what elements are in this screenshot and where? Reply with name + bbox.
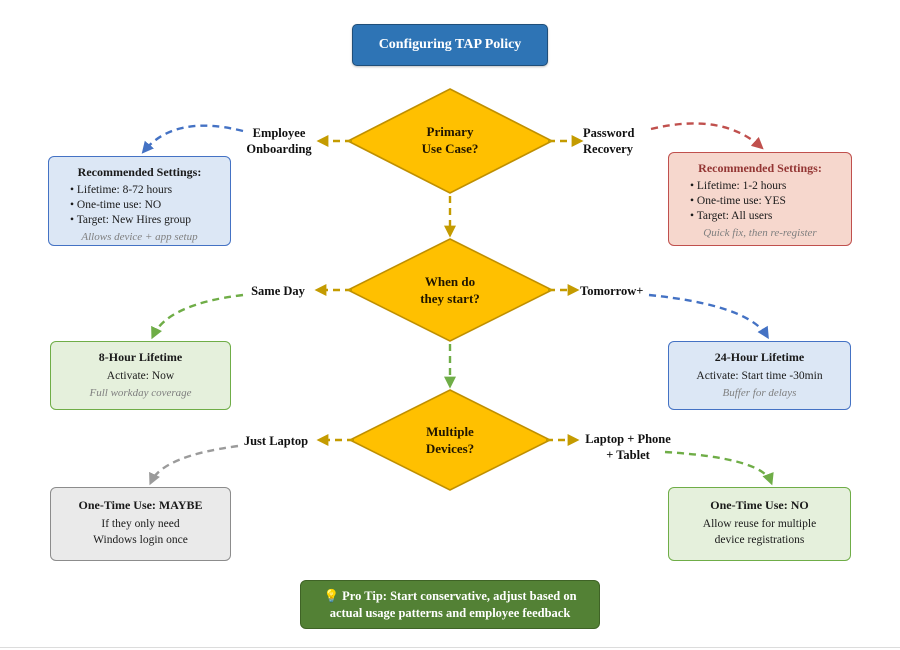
box-8h-note: Full workday coverage	[89, 387, 192, 399]
box-recovery-note: Quick fix, then re-register	[703, 227, 817, 239]
branch-label-same-day: Same Day	[251, 284, 305, 298]
box-recovery-bullets: Lifetime: 1-2 hours One-time use: YES Ta…	[675, 179, 845, 224]
bullet-one-time-use: One-time use: NO	[70, 198, 224, 213]
pro-tip-text: Pro Tip: Start conservative, adjust base…	[329, 589, 577, 620]
box-one-time-no: One-Time Use: NO Allow reuse for multipl…	[668, 487, 851, 561]
pro-tip-banner: 💡 Pro Tip: Start conservative, adjust ba…	[300, 580, 600, 629]
branch-label-just-laptop: Just Laptop	[243, 434, 309, 448]
box-maybe-body: If they only need Windows login once	[93, 518, 188, 546]
box-8-hour-lifetime: 8-Hour Lifetime Activate: Now Full workd…	[50, 341, 231, 410]
bullet-target: Target: New Hires group	[70, 213, 224, 228]
decision2-question: When do they start?	[420, 274, 480, 306]
box-onboarding-bullets: Lifetime: 8-72 hours One-time use: NO Ta…	[55, 183, 224, 228]
branch-label-tomorrow: Tomorrow+	[580, 284, 644, 298]
page-title: Configuring TAP Policy	[352, 24, 548, 66]
arrow-multidevice-box	[664, 450, 774, 486]
box-8h-title: 8-Hour Lifetime	[98, 350, 183, 364]
decision2-diamond	[346, 238, 554, 342]
arrow-onboarding-box	[141, 124, 244, 154]
decision3-question: Multiple Devices?	[425, 424, 475, 456]
bullet-one-time-use: One-time use: YES	[690, 194, 845, 209]
box-24-hour-lifetime: 24-Hour Lifetime Activate: Start time -3…	[668, 341, 851, 410]
box-no-body: Allow reuse for multiple device registra…	[702, 518, 817, 546]
branch-label-laptop-phone-tablet: Laptop + Phone + Tablet	[585, 432, 671, 462]
decision1-diamond	[346, 88, 554, 194]
page-bottom-divider	[0, 647, 900, 648]
arrow-justlaptop-box	[149, 444, 239, 486]
branch-label-employee-onboarding: Employee Onboarding	[246, 126, 312, 156]
box-onboarding-note: Allows device + app setup	[81, 231, 198, 243]
box-recovery-settings: Recommended Settings: Lifetime: 1-2 hour…	[668, 152, 852, 246]
box-24h-body: Activate: Start time -30min	[696, 370, 823, 382]
arrow-tomorrow-box	[648, 293, 769, 340]
box-onboarding-settings: Recommended Settings: Lifetime: 8-72 hou…	[48, 156, 231, 246]
box-recovery-title: Recommended Settings:	[698, 161, 822, 175]
bullet-target: Target: All users	[690, 209, 845, 224]
box-8h-body: Activate: Now	[106, 370, 175, 382]
box-no-title: One-Time Use: NO	[710, 498, 809, 512]
box-24h-title: 24-Hour Lifetime	[714, 350, 805, 364]
box-onboarding-title: Recommended Settings:	[77, 165, 202, 179]
box-one-time-maybe: One-Time Use: MAYBE If they only need Wi…	[50, 487, 231, 561]
decision1-question: Primary Use Case?	[421, 124, 479, 156]
arrow-sameday-box	[151, 293, 244, 340]
bullet-lifetime: Lifetime: 1-2 hours	[690, 179, 845, 194]
bullet-lifetime: Lifetime: 8-72 hours	[70, 183, 224, 198]
branch-label-password-recovery: Password Recovery	[583, 126, 635, 156]
box-24h-note: Buffer for delays	[722, 387, 797, 399]
lightbulb-icon: 💡	[323, 589, 340, 603]
arrow-recovery-box	[650, 122, 764, 150]
box-maybe-title: One-Time Use: MAYBE	[78, 498, 203, 512]
decision3-diamond	[348, 389, 552, 491]
